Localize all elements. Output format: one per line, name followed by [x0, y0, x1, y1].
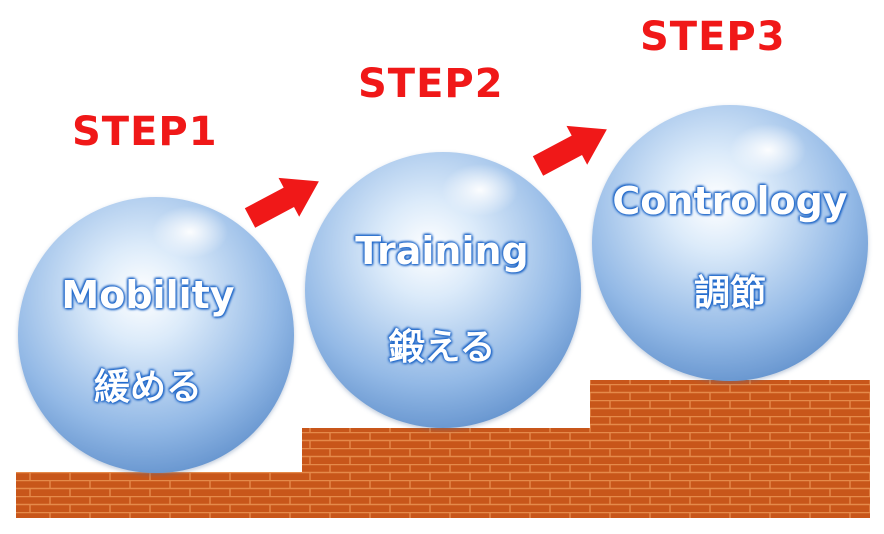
- step2-label-en: Training: [355, 229, 529, 273]
- arrow-right-icon: [244, 177, 319, 228]
- step3-label-en: Contrology: [612, 179, 848, 223]
- ball-icon: [592, 105, 868, 381]
- brick-stair-icon: [16, 380, 870, 518]
- ball-shine: [152, 206, 228, 258]
- step1-title: STEP1: [72, 109, 218, 155]
- ball-icon: [305, 152, 581, 428]
- brick-step-3: [590, 380, 870, 518]
- ball-icon: [18, 197, 294, 473]
- brick-step-1: [16, 472, 304, 518]
- step3-label-jp: 調節: [693, 273, 766, 314]
- ball-shine: [730, 124, 806, 176]
- step3-title: STEP3: [640, 14, 786, 60]
- step2-label-jp: 鍛える: [388, 327, 496, 368]
- step1-label-jp: 緩める: [93, 367, 202, 408]
- step1-label-en: Mobility: [61, 273, 235, 317]
- ball-shine: [442, 164, 518, 216]
- arrow-right-icon: [532, 125, 607, 176]
- step2-title: STEP2: [358, 61, 504, 107]
- brick-step-2: [302, 428, 592, 518]
